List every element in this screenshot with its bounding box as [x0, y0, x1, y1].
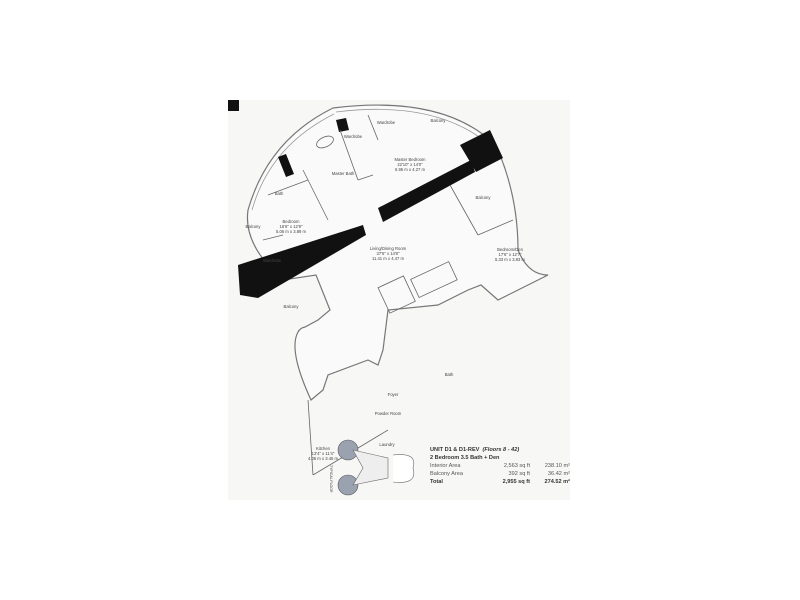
room-name: Bedroom/Den: [497, 247, 524, 252]
shear-wall: [378, 160, 475, 222]
room-dimensions: 16'6" x 12'9": [280, 224, 303, 229]
room-dimensions-metric: 4.06 m x 3.45 m: [308, 456, 339, 461]
room-dimensions: 37'6" x 14'8": [377, 251, 400, 256]
corner-marker: [228, 100, 239, 111]
room-dimensions: 13'4" x 11'4": [312, 451, 335, 456]
room-bath: Bath: [275, 191, 284, 196]
room-name: Living/Dining Room: [370, 246, 407, 251]
room-wardrobe-2: Wardrobe: [377, 120, 396, 125]
area-sqft: 2,563 sq ft: [503, 463, 530, 469]
area-sqft: 2,955 sq ft: [502, 479, 530, 485]
room-name: Bedroom: [283, 219, 301, 224]
unit-floors: (Floors 8 - 42): [482, 447, 520, 453]
area-label: Total: [430, 479, 443, 485]
room-master-bath: Master Bath: [332, 171, 355, 176]
room-bedroom-den: Bedroom/Den 17'6" x 12'7" 5.33 m x 3.83 …: [495, 247, 526, 262]
room-balcony-4: Balcony: [284, 304, 300, 309]
key-plan: TYPICAL FLOOR: [329, 439, 415, 496]
room-dimensions-metric: 5.33 m x 3.83 m: [495, 257, 526, 262]
room-dimensions-metric: 11.41 m x 4.47 m: [372, 256, 405, 261]
area-row: Interior Area 2,563 sq ft 238.10 m²: [430, 462, 570, 470]
area-label: Interior Area: [430, 463, 461, 469]
room-bath-2: Bath: [445, 372, 454, 377]
unit-subtitle: 2 Bedroom 3.5 Bath + Den: [430, 455, 500, 461]
area-sqm: 274.52 m²: [544, 479, 571, 485]
area-sqm: 36.42 m²: [547, 471, 570, 477]
area-row-total: Total 2,955 sq ft 274.52 m²: [430, 478, 570, 486]
unit-title: UNIT D1 & D1-REV: [430, 447, 480, 453]
room-dimensions-metric: 5.06 m x 3.89 m: [276, 229, 307, 234]
floor-plan-drawing: Master Bedroom 22'10" x 14'0" 6.95 m x 4…: [228, 100, 549, 496]
key-plan-label: TYPICAL FLOOR: [329, 465, 333, 493]
room-bedroom: Bedroom 16'6" x 12'9" 5.06 m x 3.89 m: [276, 219, 307, 234]
room-wardrobe-3: Wardrobe: [263, 258, 282, 263]
room-laundry: Laundry: [379, 442, 395, 447]
room-powder: Powder Room: [375, 411, 402, 416]
area-sqm: 238.10 m²: [544, 463, 570, 469]
room-kitchen: Kitchen 13'4" x 11'4" 4.06 m x 3.45 m: [308, 446, 339, 461]
area-sqft: 392 sq ft: [508, 471, 530, 477]
room-master-bedroom: Master Bedroom 22'10" x 14'0" 6.95 m x 4…: [395, 157, 426, 172]
room-dimensions-metric: 6.95 m x 4.27 m: [395, 167, 426, 172]
room-dimensions: 22'10" x 14'0": [397, 162, 423, 167]
area-label: Balcony Area: [430, 471, 463, 477]
room-name: Master Bedroom: [395, 157, 426, 162]
room-balcony: Balcony: [431, 118, 447, 123]
floor-plan: Master Bedroom 22'10" x 14'0" 6.95 m x 4…: [228, 100, 570, 500]
area-row: Balcony Area 392 sq ft 36.42 m²: [430, 470, 570, 478]
room-dimensions: 17'6" x 12'7": [499, 252, 522, 257]
room-living-dining: Living/Dining Room 37'6" x 14'8" 11.41 m…: [370, 246, 407, 261]
room-balcony-2: Balcony: [476, 195, 492, 200]
room-balcony-3: Balcony: [246, 224, 262, 229]
room-name: Kitchen: [316, 446, 331, 451]
unit-info: UNIT D1 & D1-REV (Floors 8 - 42) 2 Bedro…: [430, 446, 570, 486]
room-foyer: Foyer: [388, 392, 399, 397]
room-wardrobe: Wardrobe: [344, 134, 363, 139]
